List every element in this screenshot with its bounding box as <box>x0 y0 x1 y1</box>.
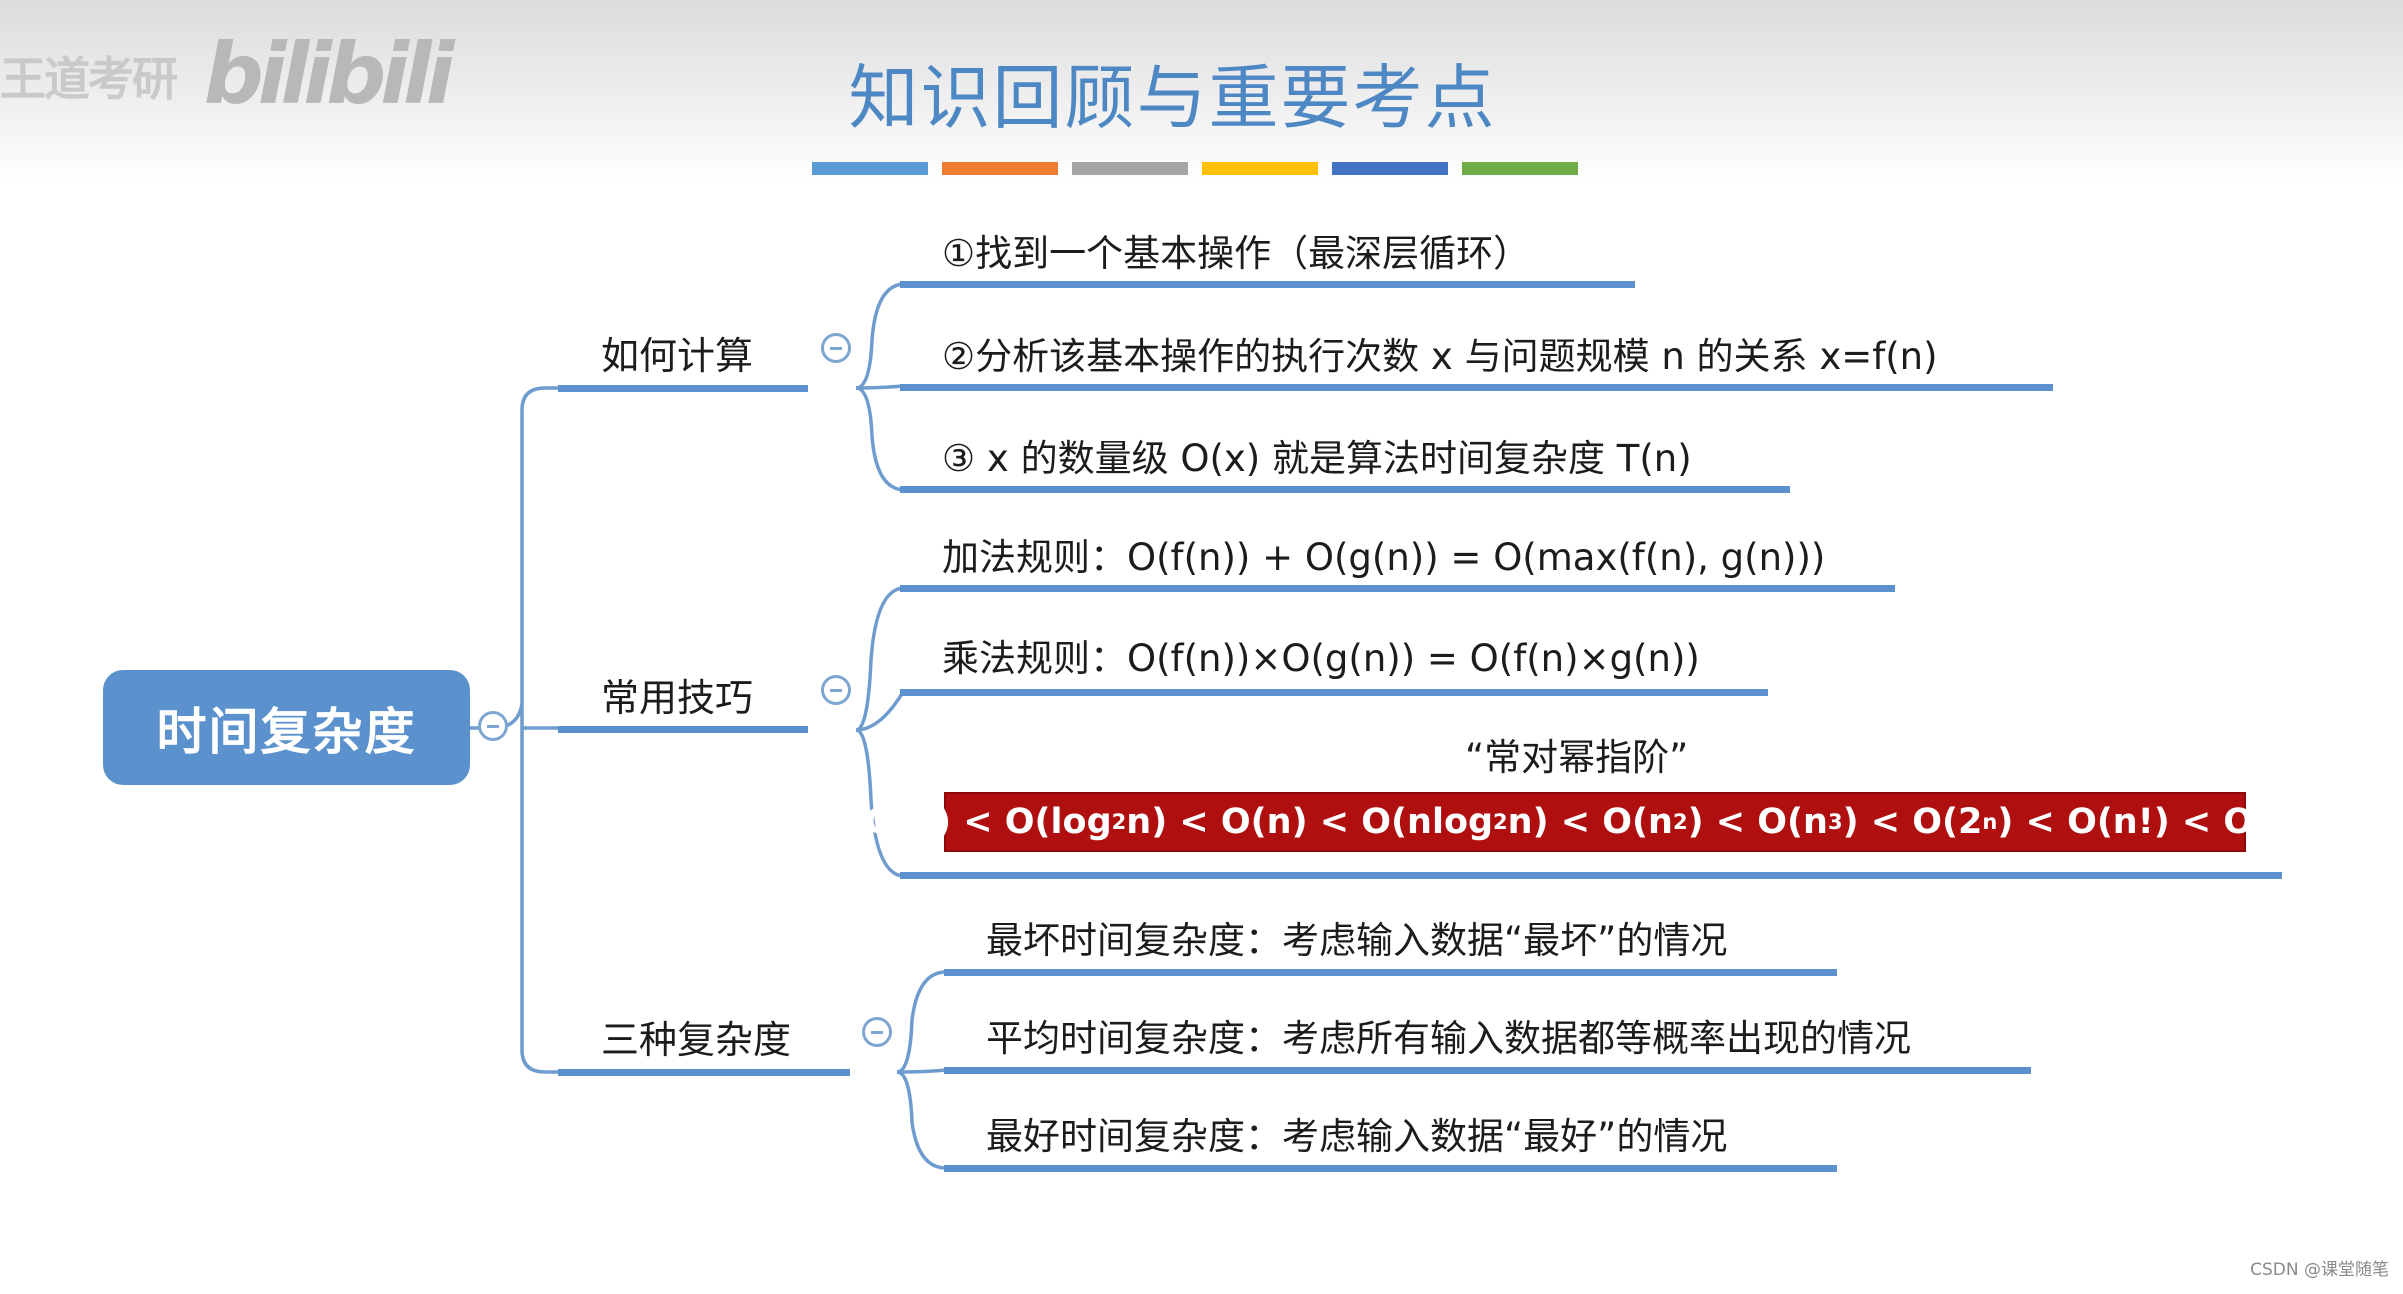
calc-collapse-toggle[interactable] <box>821 333 851 363</box>
watermark-channel-name: 王道考研 <box>0 52 178 106</box>
order-log-prefix: O(log <box>1004 802 1112 842</box>
underline-calc <box>558 385 808 392</box>
order-mnemonic-title: “常对幂指阶” <box>1465 736 1689 779</box>
order-nlog-suffix: n) <box>1507 802 1549 842</box>
order-less-than: < <box>2025 802 2055 842</box>
three-item-average-case[interactable]: 平均时间复杂度：考虑所有输入数据都等概率出现的情况 <box>986 1017 1911 1060</box>
order-exp-n: n <box>1982 810 1998 834</box>
color-bar <box>1202 162 1318 175</box>
order-factorial: O(n!) <box>2067 802 2170 842</box>
video-watermark: 王道考研 bilibili <box>0 25 455 123</box>
underline-three <box>558 1069 850 1076</box>
three-item-best-case[interactable]: 最好时间复杂度：考虑输入数据“最好”的情况 <box>986 1115 1728 1158</box>
connector-tips-item-1 <box>855 586 904 732</box>
order-exp-prefix: O(2 <box>1912 802 1983 842</box>
color-bar <box>812 162 928 175</box>
branch-common-tips[interactable]: 常用技巧 <box>601 676 754 720</box>
branch-three-complexities[interactable]: 三种复杂度 <box>601 1018 792 1062</box>
order-less-than: < <box>963 802 993 842</box>
connector-calc-item-3 <box>855 386 904 492</box>
connector-calc-item-1 <box>855 282 904 390</box>
connector-three-item-2 <box>896 1068 947 1074</box>
order-o1: O(1) <box>864 802 952 842</box>
order-cube-prefix: O(n <box>1757 802 1828 842</box>
connector-tips-item-3 <box>855 728 904 878</box>
csdn-credit: CSDN @课堂随笔 <box>2250 1260 2389 1280</box>
order-square-prefix: O(n <box>1602 802 1673 842</box>
order-nn-close: ) <box>2309 802 2326 842</box>
underline-three-item-2 <box>944 1067 2031 1074</box>
calc-item-3[interactable]: ③ x 的数量级 O(x) 就是算法时间复杂度 T(n) <box>942 437 1692 480</box>
calc-item-2[interactable]: ②分析该基本操作的执行次数 x 与问题规模 n 的关系 x=f(n) <box>942 335 1938 378</box>
underline-calc-item-1 <box>900 281 1635 288</box>
underline-calc-item-2 <box>900 384 2053 391</box>
order-less-than: < <box>1870 802 1901 842</box>
underline-three-item-3 <box>944 1165 1837 1172</box>
three-collapse-toggle[interactable] <box>862 1017 892 1047</box>
order-less-than: < <box>1319 802 1350 842</box>
tips-item-multiplication-rule[interactable]: 乘法规则：O(f(n))×O(g(n)) = O(f(n)×g(n)) <box>942 637 1700 680</box>
root-collapse-toggle[interactable] <box>478 711 508 741</box>
header-background <box>0 0 2403 185</box>
underline-tips-item-2 <box>900 689 1768 696</box>
color-bar <box>942 162 1058 175</box>
underline-tips-item-3 <box>900 872 2282 879</box>
calc-item-1[interactable]: ①找到一个基本操作（最深层循环） <box>942 232 1531 275</box>
underline-calc-item-3 <box>900 486 1790 493</box>
color-bar <box>1462 162 1578 175</box>
order-square-close: ) <box>1687 802 1704 842</box>
connector-three-item-1 <box>896 970 947 1074</box>
order-on: O(n) <box>1220 802 1308 842</box>
color-bar <box>1072 162 1188 175</box>
underline-tips-item-1 <box>900 585 1895 592</box>
order-nlog-base: 2 <box>1493 810 1508 834</box>
tips-item-addition-rule[interactable]: 加法规则：O(f(n)) + O(g(n)) = O(max(f(n), g(n… <box>942 536 1826 579</box>
connector-tips-item-2 <box>855 691 905 732</box>
order-nn-exp: n <box>2294 810 2310 834</box>
tips-collapse-toggle[interactable] <box>821 675 851 705</box>
underline-tips <box>558 726 808 733</box>
connector-three-item-3 <box>896 1070 947 1170</box>
title-color-bars <box>812 162 1578 175</box>
order-square-exp: 2 <box>1672 810 1688 834</box>
order-cube-exp: 3 <box>1827 810 1843 834</box>
three-item-worst-case[interactable]: 最坏时间复杂度：考虑输入数据“最坏”的情况 <box>986 919 1728 962</box>
page-title: 知识回顾与重要考点 <box>848 57 1497 139</box>
order-log-base: 2 <box>1111 810 1127 834</box>
color-bar <box>1332 162 1448 175</box>
order-less-than: < <box>1560 802 1591 842</box>
order-less-than: < <box>2181 802 2212 842</box>
branch-how-to-calc[interactable]: 如何计算 <box>601 334 754 378</box>
connector-calc <box>520 386 558 728</box>
root-label: 时间复杂度 <box>156 702 417 761</box>
connector-three <box>520 728 558 1074</box>
root-node[interactable]: 时间复杂度 <box>103 670 470 785</box>
order-nn-prefix: O(n <box>2223 802 2295 842</box>
bilibili-logo: bilibili <box>203 25 455 123</box>
order-nlog-prefix: O(nlog <box>1361 802 1494 842</box>
connector-calc-item-2 <box>855 384 904 390</box>
order-cube-close: ) <box>1842 802 1859 842</box>
order-log-suffix: n) <box>1126 802 1168 842</box>
order-less-than: < <box>1179 802 1209 842</box>
underline-three-item-1 <box>944 969 1837 976</box>
order-less-than: < <box>1715 802 1746 842</box>
order-exp-close: ) <box>1997 802 2014 842</box>
